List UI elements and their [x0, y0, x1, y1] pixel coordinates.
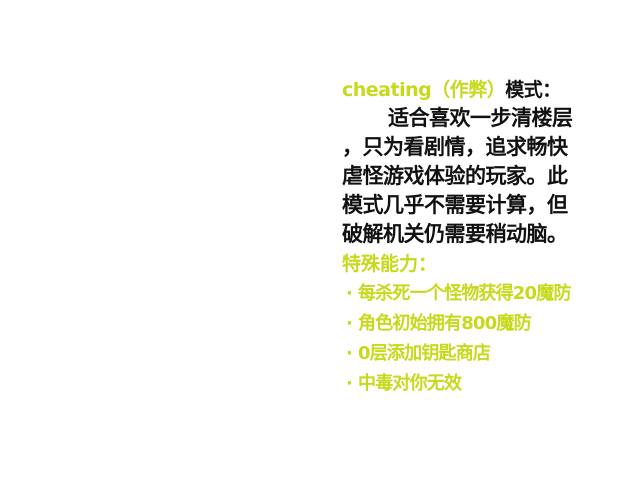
ability-text: 0层添加钥匙商店 [358, 343, 491, 364]
mode-description: 适合喜欢一步清楼层 ，只为看剧情，追求畅快 虐怪游戏体验的玩家。此 模式几乎不需… [342, 104, 634, 249]
bullet: · [346, 313, 353, 334]
mode-title: cheating（作弊）模式： [342, 76, 634, 104]
description-line: 虐怪游戏体验的玩家。此 [342, 164, 568, 188]
bullet: · [346, 283, 353, 304]
bullet: · [346, 373, 353, 394]
mode-description-panel: cheating（作弊）模式： 适合喜欢一步清楼层 ，只为看剧情，追求畅快 虐怪… [342, 76, 634, 399]
mode-suffix: 模式： [505, 79, 561, 101]
abilities-title: 特殊能力： [342, 253, 438, 275]
ability-text: 中毒对你无效 [358, 373, 462, 394]
description-line: 适合喜欢一步清楼层 [388, 106, 573, 130]
description-line: 模式几乎不需要计算，但 [342, 193, 568, 217]
description-line: 破解机关仍需要稍动脑。 [342, 222, 568, 246]
mode-name: cheating（作弊） [342, 79, 506, 101]
bullet: · [346, 343, 353, 364]
abilities-list: ·每杀死一个怪物获得20魔防 ·角色初始拥有800魔防 ·0层添加钥匙商店 ·中… [342, 279, 634, 399]
description-line: ，只为看剧情，追求畅快 [342, 135, 568, 159]
list-item: ·角色初始拥有800魔防 [342, 309, 634, 339]
ability-text: 角色初始拥有800魔防 [358, 313, 532, 334]
ability-text: 每杀死一个怪物获得20魔防 [358, 283, 571, 304]
list-item: ·中毒对你无效 [342, 369, 634, 399]
list-item: ·0层添加钥匙商店 [342, 339, 634, 369]
list-item: ·每杀死一个怪物获得20魔防 [342, 279, 634, 309]
